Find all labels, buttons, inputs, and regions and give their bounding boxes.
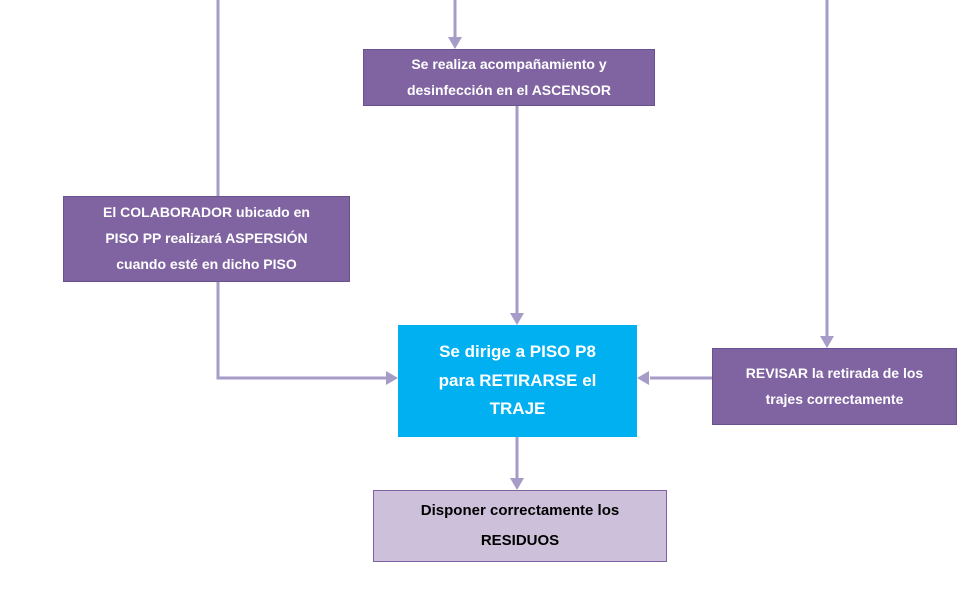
flow-node-ascensor-label: Se realiza acompañamiento y desinfección… [406,55,612,98]
arrow-piso-p8-to-residuos [510,437,524,490]
flow-node-colaborador-label: El COLABORADOR ubicado en PISO PP realiz… [103,204,310,272]
flow-node-disponer-residuos: Disponer correctamente los RESIDUOS [373,490,667,562]
arrow-colaborador-to-piso-p8 [216,282,398,385]
flow-node-ascensor-desinfeccion: Se realiza acompañamiento y desinfección… [363,49,655,106]
arrow-revisar-to-piso-p8 [637,371,712,385]
flow-node-revisar-trajes: REVISAR la retirada de los trajes correc… [712,348,957,425]
flow-node-residuos-label: Disponer correctamente los RESIDUOS [420,502,620,549]
arrow-top-to-ascensor [448,0,462,49]
flow-node-piso-p8-retirarse-traje: Se dirige a PISO P8 para RETIRARSE el TR… [398,325,637,437]
flow-node-revisar-label: REVISAR la retirada de los trajes correc… [745,364,924,407]
arrow-top-to-revisar [820,0,834,348]
flow-node-colaborador-aspersion: El COLABORADOR ubicado en PISO PP realiz… [63,196,350,282]
flow-node-piso-p8-label: Se dirige a PISO P8 para RETIRARSE el TR… [438,341,597,419]
arrow-ascensor-to-piso-p8 [510,106,524,325]
